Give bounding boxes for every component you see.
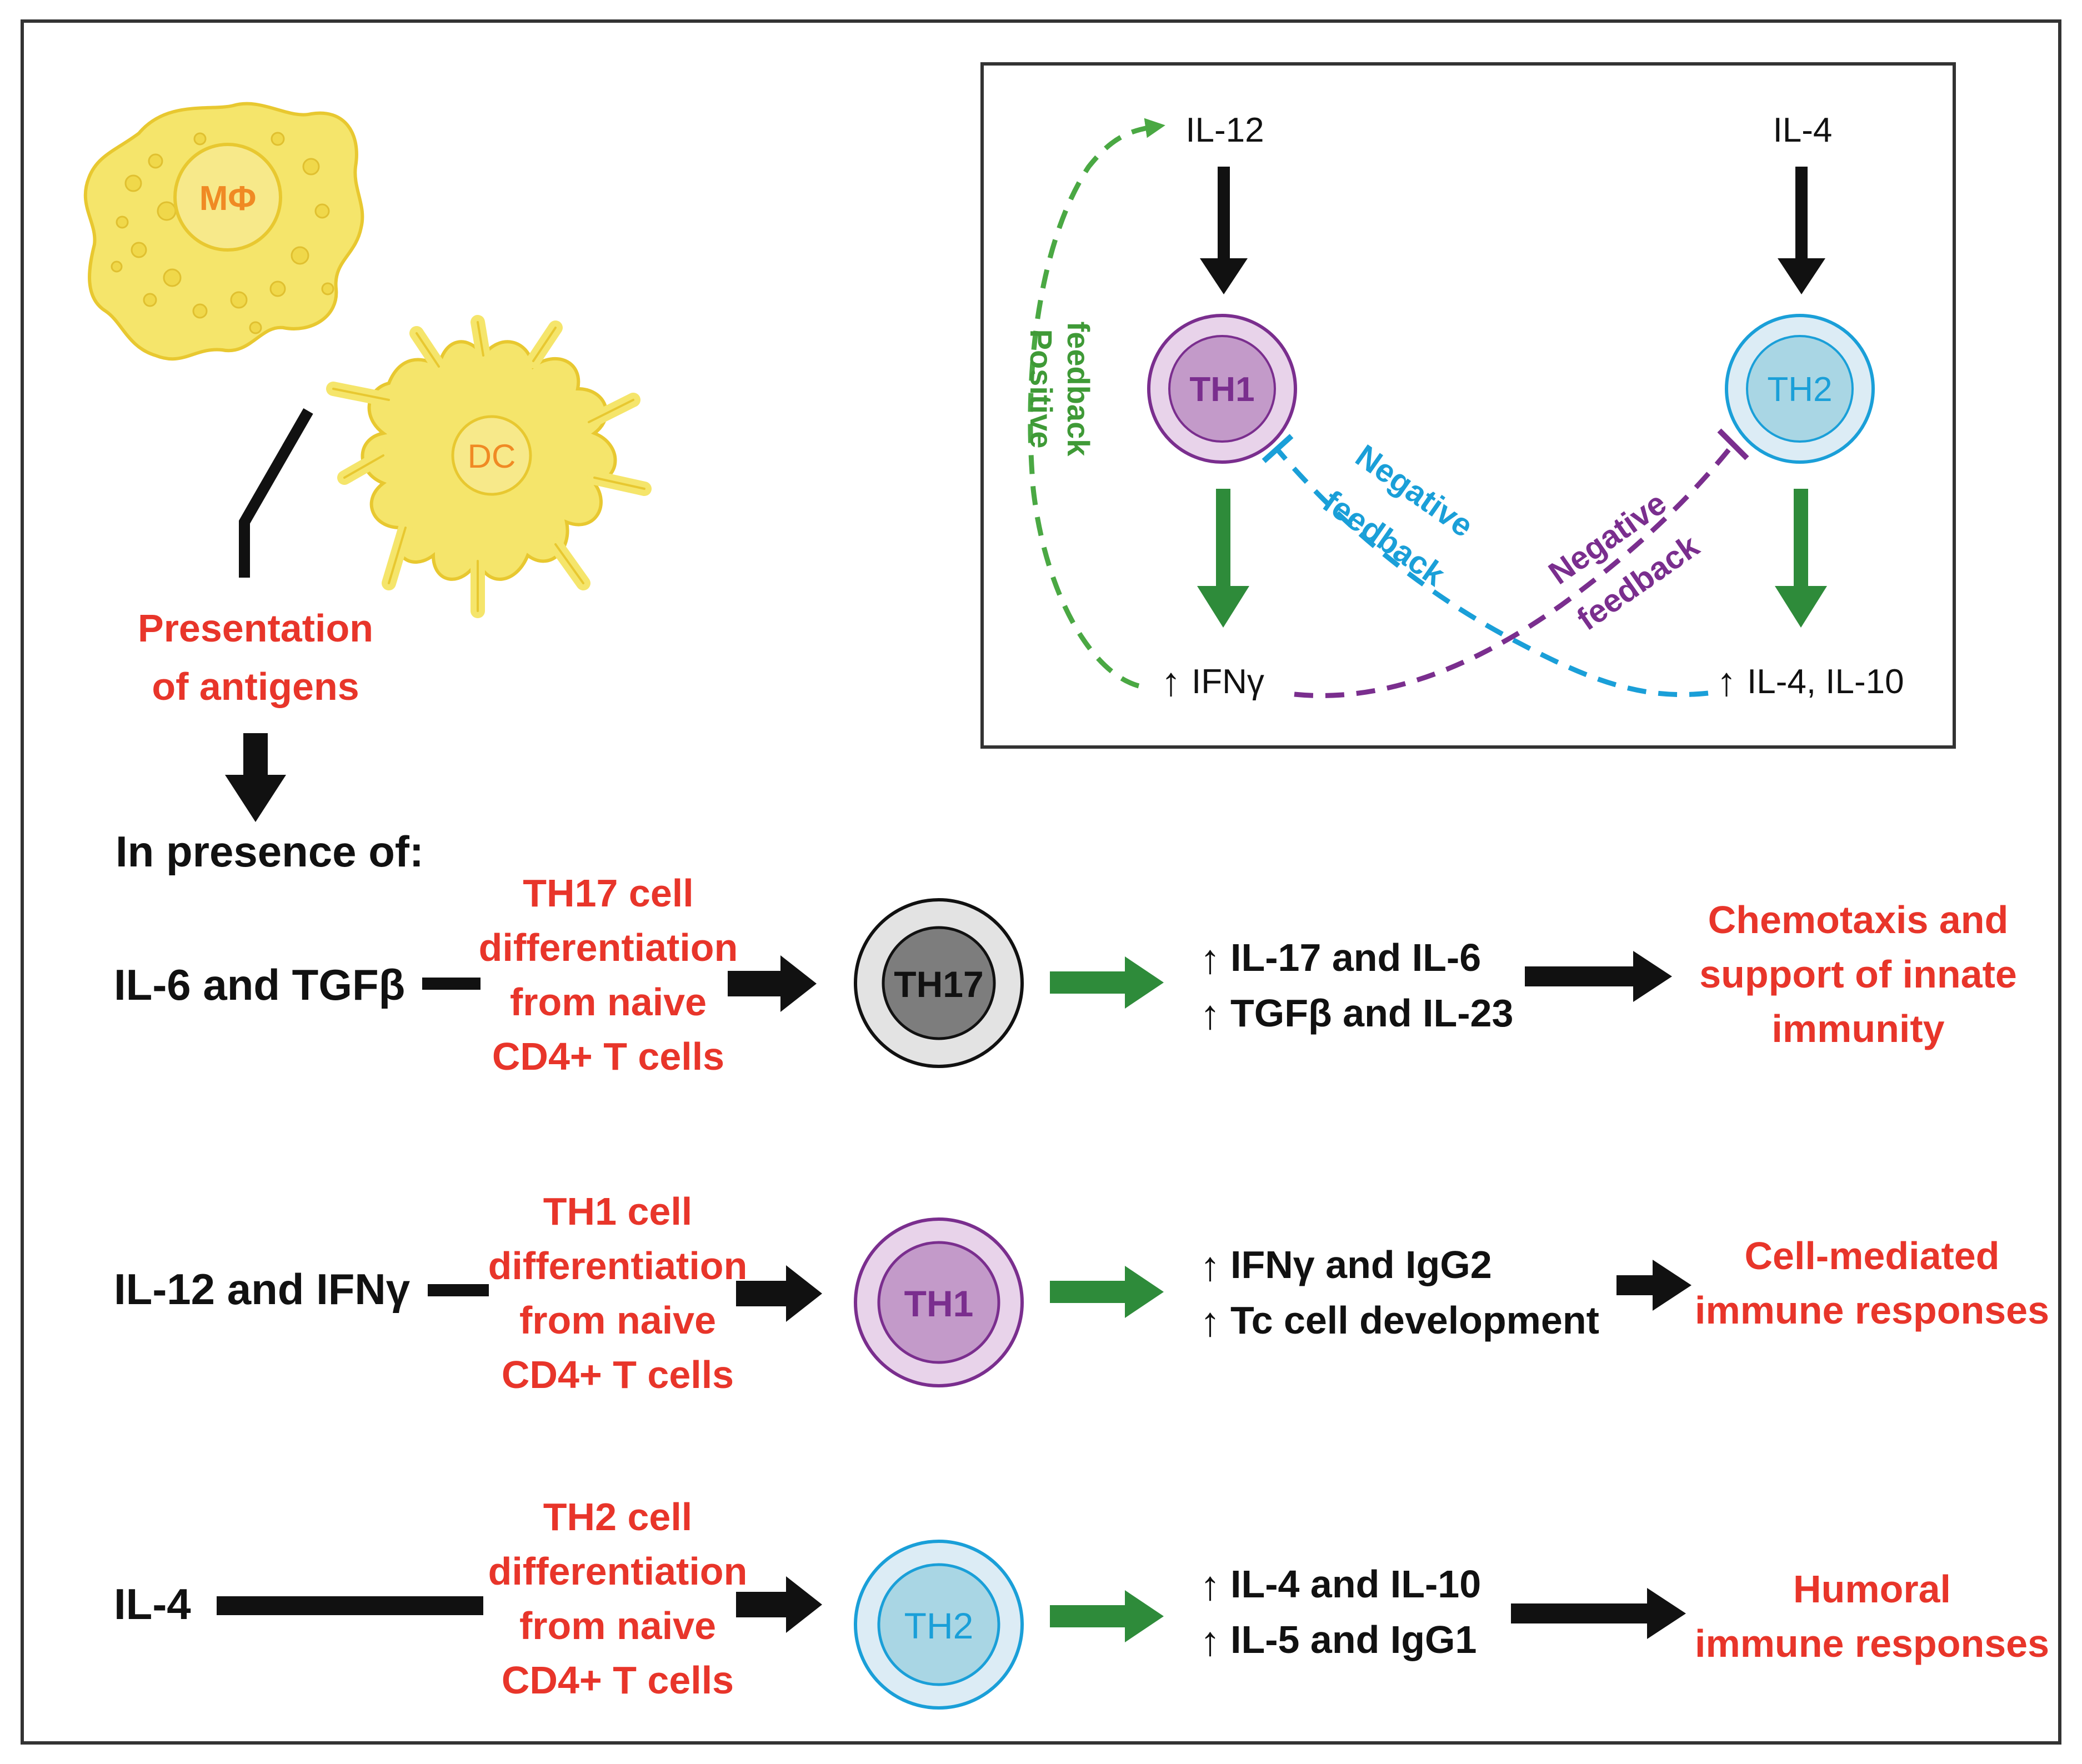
- row-th2-output-arrow: [1050, 1590, 1164, 1642]
- row-th2-output-2: IL-5 and IgG1: [1230, 1618, 1477, 1661]
- row-th17-output-1-up: ↑: [1200, 936, 1220, 982]
- row-th2-result-2: immune responses: [1695, 1622, 2049, 1665]
- row-th17-cell: TH17: [854, 898, 1024, 1068]
- row-th17-result-arrow: [1525, 951, 1672, 1002]
- row-th2-diff-3: from naive: [519, 1604, 716, 1647]
- row-th17-result-1: Chemotaxis and: [1708, 898, 2009, 941]
- inset-il4-il10: IL-4, IL-10: [1747, 663, 1904, 701]
- row-th17-diff-2: differentiation: [479, 926, 738, 969]
- row-th2-output-1-up: ↑: [1200, 1562, 1220, 1608]
- inset-th1-label: TH1: [1189, 370, 1254, 409]
- apc-connector: [239, 408, 313, 578]
- dendritic-cell: DC: [326, 315, 652, 618]
- dc-label: DC: [468, 438, 516, 475]
- row-th2-diff-4: CD4+ T cells: [502, 1658, 734, 1702]
- row-th1-cell-label: TH1: [904, 1283, 974, 1324]
- inset-th1-cell: TH1: [1147, 314, 1297, 464]
- row-th17-result-2: support of innate: [1699, 953, 2017, 996]
- in-presence-label: In presence of:: [116, 827, 424, 876]
- feedback-inset: IL-12 IL-4 TH1 TH2: [980, 62, 1956, 749]
- outer-frame: [21, 19, 2061, 1745]
- row-th2-diff-1: TH2 cell: [543, 1495, 692, 1539]
- row-th17-cell-label: TH17: [894, 964, 983, 1005]
- macrophage: MΦ: [83, 102, 364, 361]
- row-th2-diff-2: differentiation: [488, 1550, 748, 1593]
- row-th2-result-arrow: [1511, 1588, 1686, 1639]
- row-th1-result-2: immune responses: [1695, 1289, 2049, 1332]
- inset-il4-il10-up-arrow: ↑: [1716, 660, 1736, 704]
- row-th17-output-2: TGFβ and IL-23: [1230, 991, 1513, 1035]
- row-th2-output-2-up: ↑: [1200, 1618, 1220, 1664]
- row-th17-diff-arrow: [728, 955, 817, 1012]
- row-th2-diff-arrow: [736, 1576, 822, 1633]
- row-th1-result-1: Cell-mediated: [1745, 1234, 2000, 1277]
- presentation-line1: Presentation: [138, 607, 373, 650]
- negative-feedback-blue-bar: [1262, 434, 1294, 463]
- row-th1-output-1-up: ↑: [1200, 1243, 1220, 1289]
- inset-ifng: IFNγ: [1192, 663, 1264, 701]
- row-th17-input: IL-6 and TGFβ: [114, 960, 405, 1009]
- row-th17-diff-4: CD4+ T cells: [492, 1035, 724, 1078]
- inset-th2-label: TH2: [1767, 370, 1832, 409]
- negative-feedback-blue-curve: [1275, 448, 1709, 698]
- row-th1-diff-1: TH1 cell: [543, 1190, 692, 1233]
- row-th2-result-1: Humoral: [1793, 1567, 1951, 1611]
- inset-th1-output-arrow: [1197, 489, 1249, 628]
- positive-feedback-label-2: feedback: [1061, 322, 1096, 457]
- row-th17-output-1: IL-17 and IL-6: [1230, 936, 1481, 979]
- row-th17-output-arrow: [1050, 956, 1164, 1009]
- macrophage-label: MΦ: [199, 179, 257, 218]
- dc-nucleus: [451, 415, 532, 496]
- row-th1-output-arrow: [1050, 1266, 1164, 1318]
- row-th2-cell-label: TH2: [904, 1605, 974, 1646]
- row-th17-result-3: immunity: [1771, 1007, 1944, 1050]
- row-th17-output-2-up: ↑: [1200, 991, 1220, 1038]
- row-th1-cell: TH1: [854, 1217, 1024, 1387]
- inset-il4: IL-4: [1773, 111, 1833, 149]
- inset-th2-output-arrow: [1775, 489, 1827, 628]
- row-th2-cell: TH2: [854, 1540, 1024, 1710]
- row-th17-diff-3: from naive: [510, 980, 707, 1024]
- row-th1-diff-2: differentiation: [488, 1244, 748, 1287]
- row-th1-input-connector: [428, 1284, 489, 1296]
- inset-th2-cell: TH2: [1725, 314, 1875, 464]
- row-th2-output-1: IL-4 and IL-10: [1230, 1562, 1481, 1606]
- row-th17-input-connector: [422, 978, 481, 990]
- presentation-line2: of antigens: [152, 665, 359, 708]
- row-th1-output-1: IFNγ and IgG2: [1230, 1243, 1492, 1286]
- row-th1-output-2-up: ↑: [1200, 1299, 1220, 1345]
- row-th17: IL-6 and TGFβ TH17 cell differentiation …: [114, 871, 2017, 1078]
- row-th2: IL-4 TH2 cell differentiation from naive…: [114, 1495, 2049, 1710]
- row-th1-diff-4: CD4+ T cells: [502, 1353, 734, 1396]
- inset-il4-arrow: [1778, 167, 1825, 294]
- row-th1: IL-12 and IFNγ TH1 cell differentiation …: [114, 1190, 2049, 1396]
- inset-il12: IL-12: [1185, 111, 1264, 149]
- row-th2-input-connector: [217, 1596, 483, 1615]
- presentation-down-arrow: [225, 733, 286, 822]
- inset-il12-arrow: [1200, 167, 1248, 294]
- negative-feedback-purple-bar: [1717, 428, 1749, 460]
- macrophage-nucleus: [173, 143, 282, 252]
- row-th1-input: IL-12 and IFNγ: [114, 1265, 411, 1314]
- positive-feedback-label-1: Positive: [1024, 329, 1059, 449]
- row-th17-diff-1: TH17 cell: [523, 871, 693, 915]
- inset-ifng-up-arrow: ↑: [1161, 660, 1181, 704]
- row-th2-input: IL-4: [114, 1580, 191, 1628]
- row-th1-diff-3: from naive: [519, 1299, 716, 1342]
- row-th1-output-2: Tc cell development: [1230, 1299, 1599, 1342]
- row-th1-result-arrow: [1616, 1260, 1691, 1311]
- positive-feedback-curve: [1028, 118, 1165, 689]
- row-th1-diff-arrow: [736, 1265, 822, 1322]
- negative-feedback-purple-curve: [1294, 443, 1735, 698]
